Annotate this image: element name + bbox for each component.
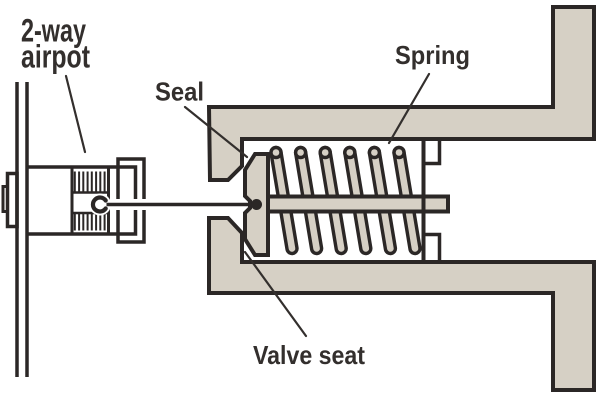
label-spring: Spring	[395, 40, 470, 70]
leader-line-spring	[387, 72, 431, 145]
wall-mount-bracket	[5, 171, 19, 229]
spring-retainer-tab-top	[423, 139, 442, 166]
airpot-bellows-hatch-top	[73, 171, 106, 193]
spring-retainer-tab-bottom	[423, 232, 442, 262]
housing-upper	[206, 5, 596, 182]
spring-guide-rod	[266, 194, 450, 214]
leader-line-airpot	[64, 74, 87, 154]
label-seal: Seal	[155, 77, 204, 107]
airpot-hub-ring	[90, 195, 108, 214]
label-airpot-line2: airpot	[21, 39, 90, 75]
leader-line-valve-seat	[243, 250, 308, 338]
wall-mount-bracket-tab	[1, 185, 8, 213]
housing-lower	[207, 216, 596, 392]
airpot-bellows-hatch-bottom	[73, 213, 106, 231]
leader-line-seal	[183, 105, 249, 159]
label-valve-seat: Valve seat	[253, 340, 365, 370]
rod-seal-joint-dot	[251, 199, 262, 210]
label-airpot-line1: 2-way	[21, 13, 86, 49]
